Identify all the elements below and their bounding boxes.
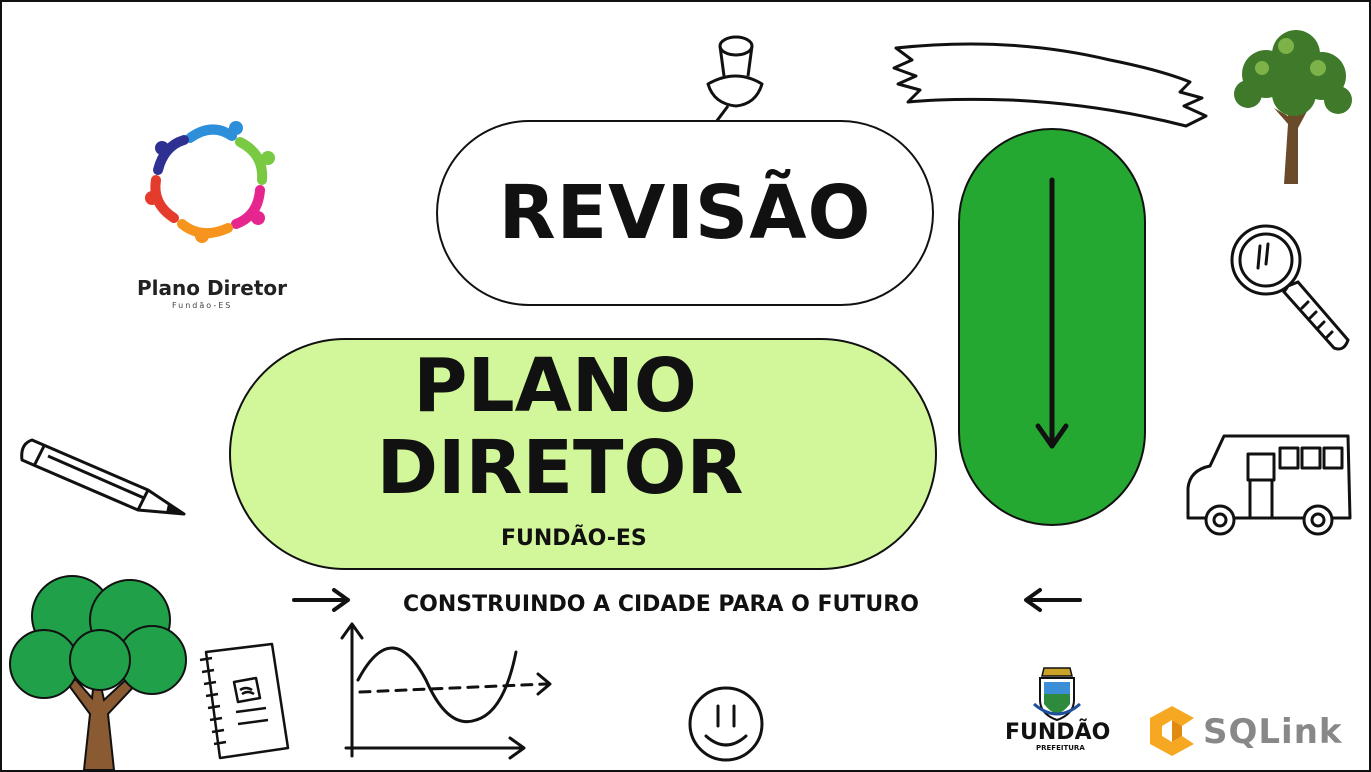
plano-diretor-subtitle: FUNDÃO-ES bbox=[501, 526, 647, 551]
tagline: CONSTRUINDO A CIDADE PARA O FUTURO bbox=[403, 592, 919, 617]
pencil-icon bbox=[20, 438, 186, 516]
smiley-icon bbox=[688, 686, 764, 762]
fundao-prefeitura-text: PREFEITURA bbox=[1036, 744, 1085, 752]
tree-icon bbox=[1234, 30, 1352, 184]
plano-diretor-logo-icon bbox=[145, 121, 275, 243]
plano-diretor-logo-subtitle: Fundão-ES bbox=[172, 301, 233, 310]
push-pin-icon bbox=[706, 35, 764, 131]
revisao-title: REVISÃO bbox=[498, 170, 872, 256]
arrow-down-icon bbox=[1035, 177, 1069, 449]
plano-diretor-title-line2: DIRETOR bbox=[376, 425, 744, 511]
sqlink-logo-text: SQLink bbox=[1203, 712, 1343, 752]
sqlink-logo-icon bbox=[1150, 706, 1194, 756]
fundao-coat-of-arms-icon bbox=[1033, 667, 1081, 722]
graph-icon bbox=[340, 622, 552, 760]
notebook-icon bbox=[199, 642, 290, 760]
magnifier-icon bbox=[1230, 224, 1350, 351]
arrow-left-icon bbox=[1024, 588, 1082, 612]
ribbon-banner-icon bbox=[892, 42, 1208, 128]
arrow-right-icon bbox=[292, 588, 350, 612]
fundao-logo-text: FUNDÃO bbox=[1005, 720, 1111, 745]
plano-diretor-logo-title: Plano Diretor bbox=[137, 276, 287, 300]
revisao-banner: REVISÃO bbox=[436, 120, 934, 306]
bus-icon bbox=[1186, 434, 1352, 536]
plano-diretor-title-line1: PLANO bbox=[413, 343, 697, 429]
plano-diretor-banner: PLANO DIRETOR FUNDÃO-ES bbox=[229, 338, 937, 570]
tree-icon bbox=[9, 575, 187, 770]
